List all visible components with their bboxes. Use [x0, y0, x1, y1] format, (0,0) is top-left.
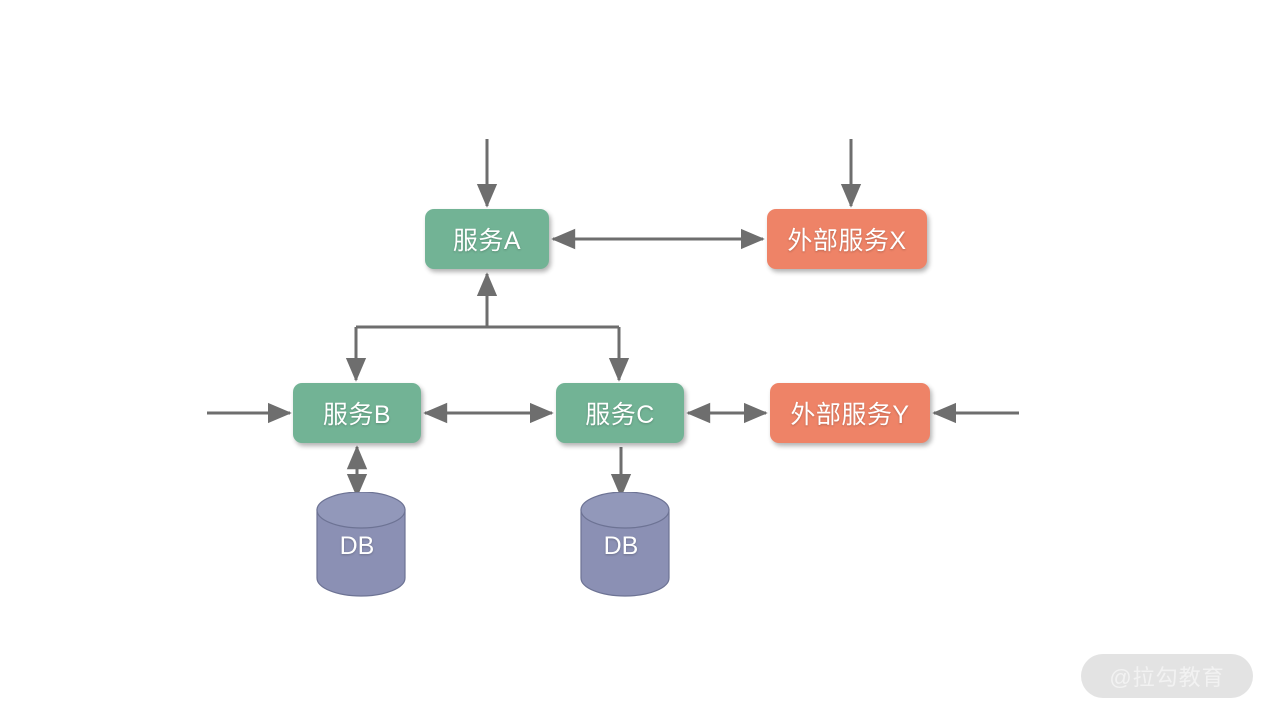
- watermark-label: @拉勾教育: [1109, 665, 1225, 690]
- node-database-c[interactable]: DB: [577, 492, 670, 597]
- database-cylinder-icon: [580, 492, 670, 597]
- node-service-b[interactable]: 服务B: [293, 383, 421, 443]
- node-service-a[interactable]: 服务A: [425, 209, 549, 269]
- database-cylinder-icon: [316, 492, 406, 597]
- node-service-c[interactable]: 服务C: [556, 383, 684, 443]
- node-label: 外部服务Y: [790, 401, 910, 429]
- node-external-service-x[interactable]: 外部服务X: [767, 209, 927, 269]
- node-label: 服务C: [585, 401, 655, 429]
- node-label: 外部服务X: [787, 227, 907, 255]
- node-label: 服务A: [452, 227, 522, 255]
- node-external-service-y[interactable]: 外部服务Y: [770, 383, 930, 443]
- node-database-b[interactable]: DB: [313, 492, 406, 597]
- node-label: 服务B: [322, 401, 392, 429]
- watermark: @拉勾教育: [1081, 654, 1253, 698]
